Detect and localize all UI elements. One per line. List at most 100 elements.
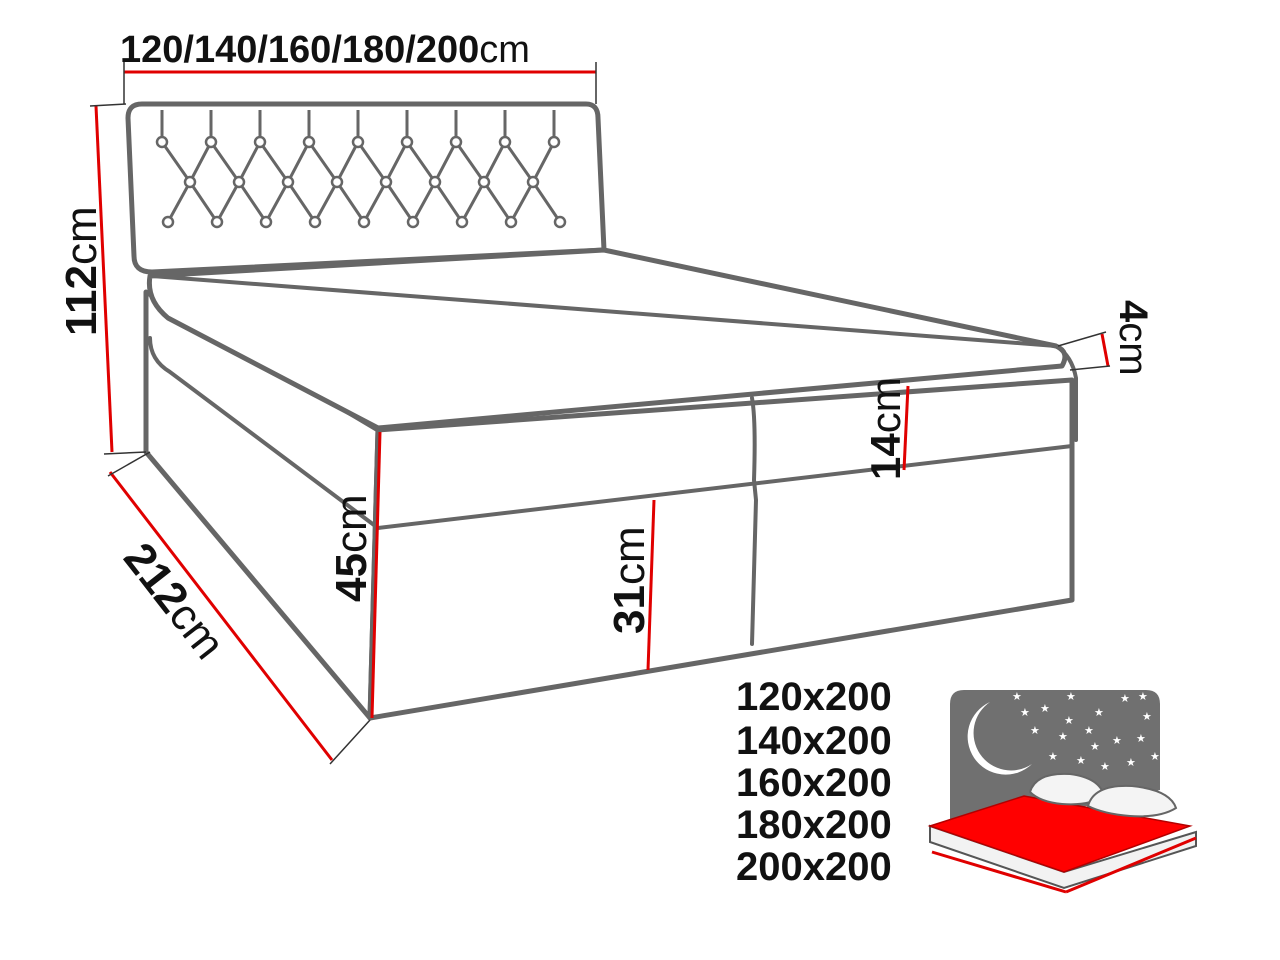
tufting-pleat bbox=[335, 141, 360, 183]
mattress-label: 14cm bbox=[862, 377, 909, 480]
tufting-button bbox=[498, 135, 512, 149]
size-item: 200x200 bbox=[736, 845, 892, 889]
topper-tick-top bbox=[1057, 331, 1107, 347]
tufting-pleat bbox=[482, 181, 513, 223]
tufting-pleat bbox=[356, 141, 388, 183]
tufting-pleat bbox=[237, 141, 262, 183]
tufting-button bbox=[308, 215, 322, 229]
topper-edge bbox=[150, 274, 1058, 348]
base-dimension-line bbox=[646, 499, 656, 671]
tufting-pleat bbox=[307, 141, 339, 183]
star-icon: ★ bbox=[1090, 740, 1100, 753]
tufting-button bbox=[504, 215, 518, 229]
tufting-pleat bbox=[160, 141, 192, 183]
star-icon: ★ bbox=[1120, 692, 1130, 705]
total-height-dimension-line bbox=[370, 431, 382, 719]
tufting-pleat bbox=[411, 181, 437, 223]
tufting-pleat bbox=[313, 181, 339, 223]
tufting-button bbox=[406, 215, 420, 229]
mattress-base-seam bbox=[148, 336, 1074, 531]
bed-front-panel bbox=[367, 377, 1075, 721]
tufting-pleat bbox=[166, 181, 192, 223]
star-icon: ★ bbox=[1150, 750, 1160, 763]
icon-dimension-line bbox=[931, 850, 1067, 894]
tufting-button bbox=[281, 175, 295, 189]
tufting-pleat bbox=[509, 181, 535, 223]
height-label: 112cm bbox=[57, 206, 106, 336]
icon-dimension-line bbox=[1065, 836, 1197, 894]
tufting-button bbox=[302, 135, 316, 149]
tufting-button bbox=[210, 215, 224, 229]
tufting-button bbox=[259, 215, 273, 229]
tufting-button bbox=[351, 135, 365, 149]
topper-dimension-line bbox=[1100, 333, 1110, 367]
star-icon: ★ bbox=[1094, 706, 1104, 719]
star-icon: ★ bbox=[1048, 750, 1058, 763]
size-item: 180x200 bbox=[736, 803, 892, 847]
tufting-pleat bbox=[384, 141, 409, 183]
tufting-pleat bbox=[433, 141, 458, 183]
headboard bbox=[125, 101, 607, 275]
tufting-pleat bbox=[362, 181, 388, 223]
tufting-pleat bbox=[209, 141, 241, 183]
tufting-button bbox=[400, 135, 414, 149]
tufting-button bbox=[553, 215, 567, 229]
tufting-button bbox=[155, 135, 169, 149]
star-icon: ★ bbox=[1138, 690, 1148, 703]
tufting-pleat bbox=[286, 181, 317, 223]
star-icon: ★ bbox=[1020, 706, 1030, 719]
tufting-pleat bbox=[264, 181, 290, 223]
star-icon: ★ bbox=[1012, 690, 1022, 703]
size-item: 160x200 bbox=[736, 761, 892, 805]
tufting-button bbox=[428, 175, 442, 189]
headboard-tufting bbox=[155, 110, 567, 229]
tufting-pleat bbox=[215, 181, 241, 223]
tufting-button bbox=[183, 175, 197, 189]
pillow-icon bbox=[1086, 784, 1178, 818]
mattress-dimension-line bbox=[902, 385, 910, 471]
total-height-label: 45cm bbox=[327, 494, 376, 602]
star-icon: ★ bbox=[1112, 734, 1122, 747]
tufting-pleat bbox=[188, 141, 213, 183]
tufting-button bbox=[204, 135, 218, 149]
size-list: 120x200 140x200 160x200 180x200 200x200 bbox=[736, 675, 892, 889]
width-label: 120/140/160/180/200cm bbox=[120, 29, 530, 71]
height-tick-top bbox=[89, 103, 127, 107]
tufting-button bbox=[477, 175, 491, 189]
star-icon: ★ bbox=[1100, 760, 1110, 773]
height-dimension-line bbox=[94, 105, 114, 453]
tufting-pleat bbox=[531, 141, 556, 183]
tufting-pleat bbox=[335, 181, 366, 223]
tufting-pleat bbox=[503, 141, 535, 183]
tufting-button bbox=[449, 135, 463, 149]
tufting-pleat bbox=[237, 181, 268, 223]
tufting-button bbox=[232, 175, 246, 189]
tufting-pleat bbox=[286, 141, 311, 183]
tufting-button bbox=[455, 215, 469, 229]
tufting-button bbox=[161, 215, 175, 229]
tufting-pleat bbox=[460, 181, 486, 223]
star-icon: ★ bbox=[1126, 756, 1136, 769]
star-icon: ★ bbox=[1040, 702, 1050, 715]
bed-with-moon-and-stars-icon: ★★★★★★★★★★★★★★★★★★★★ bbox=[927, 690, 1197, 894]
tufting-pleat bbox=[384, 181, 415, 223]
star-icon: ★ bbox=[1076, 754, 1086, 767]
length-dimension-line bbox=[108, 471, 334, 761]
tufting-button bbox=[357, 215, 371, 229]
star-icon: ★ bbox=[1084, 724, 1094, 737]
tufting-button bbox=[379, 175, 393, 189]
length-tick-back bbox=[107, 451, 151, 477]
tufting-pleat bbox=[482, 141, 507, 183]
tufting-button bbox=[330, 175, 344, 189]
star-icon: ★ bbox=[1064, 714, 1074, 727]
length-tick-front bbox=[329, 719, 371, 765]
tufting-button bbox=[547, 135, 561, 149]
tufting-pleat bbox=[433, 181, 464, 223]
tufting-pleat bbox=[188, 181, 219, 223]
center-split bbox=[750, 396, 759, 646]
star-icon: ★ bbox=[1030, 724, 1040, 737]
right-mattress-face bbox=[1054, 344, 1078, 442]
tufting-pleat bbox=[258, 141, 290, 183]
star-icon: ★ bbox=[1066, 690, 1076, 703]
